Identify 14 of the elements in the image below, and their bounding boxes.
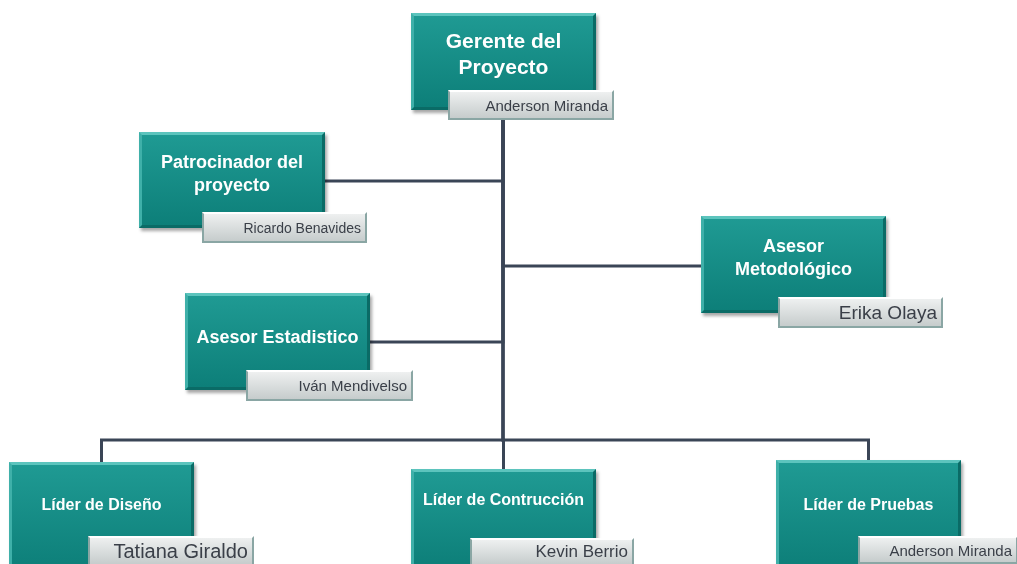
person-name-label: Anderson Miranda [858, 536, 1017, 564]
role-title: Líder de Diseño [41, 495, 162, 515]
person-name-label: Erika Olaya [778, 297, 943, 328]
person-name-label: Ricardo Benavides [202, 212, 367, 243]
role-title: Patrocinador del proyecto [160, 151, 304, 196]
person-name-label: Tatiana Giraldo [88, 536, 254, 564]
role-title: Líder de Pruebas [803, 495, 934, 515]
person-name-label: Kevin Berrio [470, 538, 634, 564]
role-title: Asesor Metodológico [734, 235, 853, 280]
role-title: Asesor Estadistico [196, 326, 359, 349]
person-name-label: Anderson Miranda [448, 90, 614, 120]
person-name-label: Iván Mendivelso [246, 370, 413, 401]
role-title: Líder de Contrucción [423, 490, 584, 510]
role-title: Gerente del Proyecto [444, 28, 563, 81]
